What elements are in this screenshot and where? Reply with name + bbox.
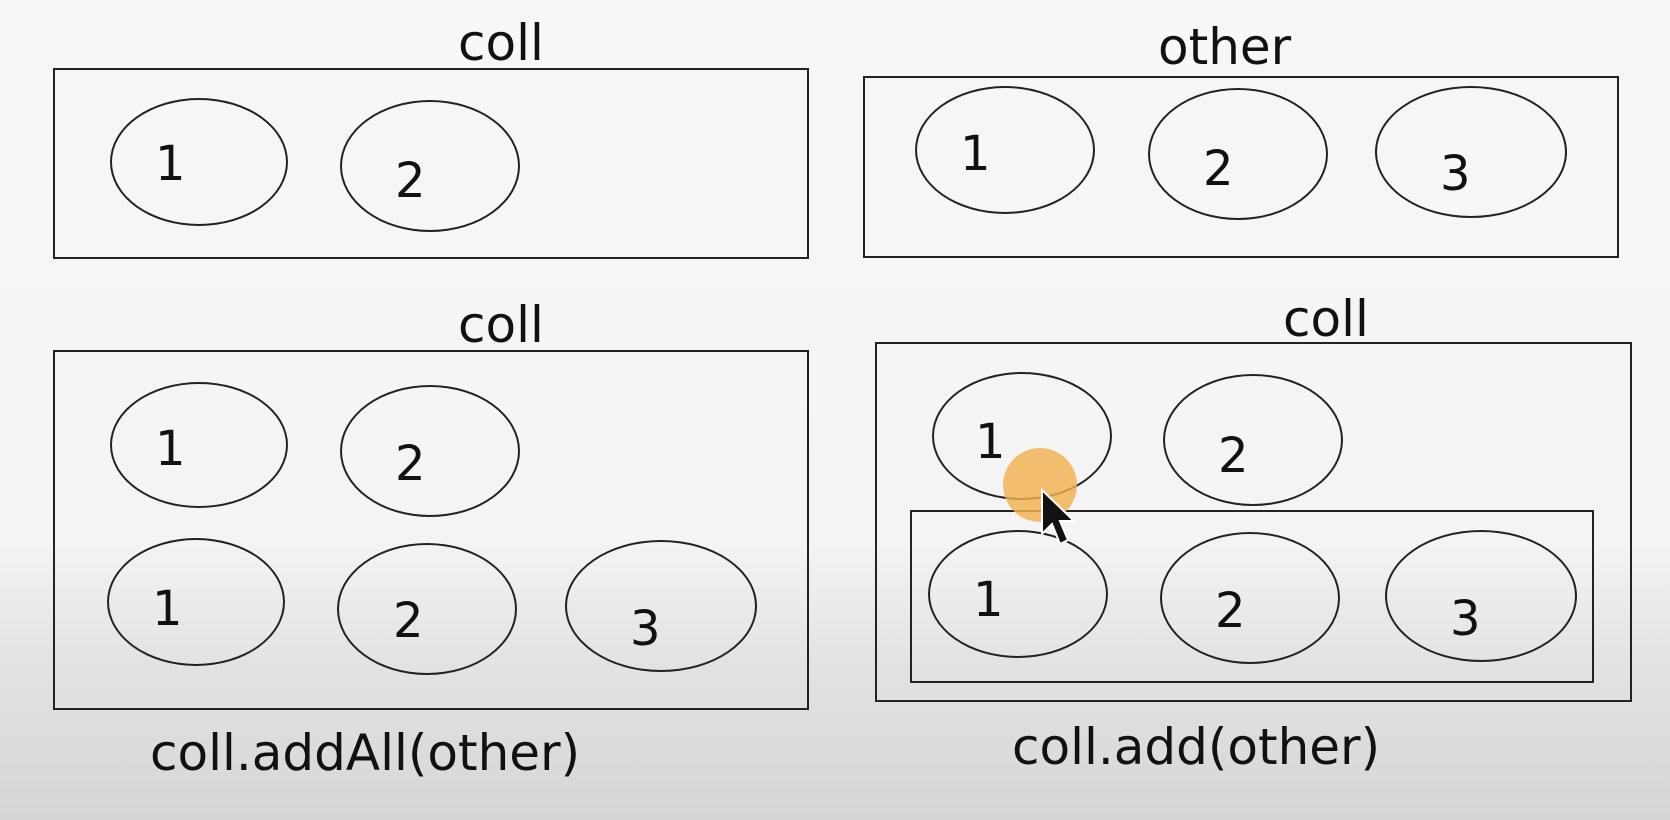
element-label: 1	[975, 414, 1006, 470]
element-label: 3	[1440, 146, 1471, 202]
coll-box-top-left	[53, 68, 809, 259]
element-ellipse	[340, 385, 520, 517]
element-ellipse	[110, 382, 288, 508]
element-label: 1	[960, 126, 991, 182]
coll-label-top-left: coll	[458, 14, 544, 72]
element-label: 3	[1450, 591, 1481, 647]
coll-box-bottom-left	[53, 350, 809, 710]
cursor-highlight	[1003, 448, 1077, 522]
add-caption: coll.add(other)	[1012, 718, 1381, 776]
mouse-pointer-icon	[1040, 487, 1082, 554]
element-ellipse	[1163, 374, 1343, 506]
element-ellipse	[107, 538, 285, 666]
coll-label-bottom-right: coll	[1283, 290, 1369, 348]
addall-caption: coll.addAll(other)	[150, 724, 581, 782]
element-label: 1	[152, 581, 183, 637]
element-ellipse	[337, 543, 517, 675]
element-ellipse	[110, 98, 288, 226]
element-ellipse	[915, 86, 1095, 214]
coll-label-bottom-left: coll	[458, 296, 544, 354]
element-ellipse	[1375, 86, 1567, 218]
element-label: 2	[1215, 583, 1246, 639]
element-label: 2	[395, 153, 426, 209]
element-ellipse	[928, 530, 1108, 658]
other-label-top-right: other	[1158, 18, 1292, 76]
element-label: 2	[1203, 141, 1234, 197]
element-ellipse	[565, 540, 757, 672]
other-nested-box	[910, 510, 1594, 683]
element-label: 1	[155, 421, 186, 477]
element-label: 3	[630, 601, 661, 657]
element-ellipse	[1148, 88, 1328, 220]
other-box-top-right	[863, 76, 1619, 258]
element-label: 2	[1218, 428, 1249, 484]
element-label: 2	[395, 436, 426, 492]
element-ellipse	[1385, 530, 1577, 662]
element-label: 1	[973, 572, 1004, 628]
element-label: 1	[155, 136, 186, 192]
element-ellipse	[340, 100, 520, 232]
coll-box-bottom-right	[875, 342, 1632, 702]
element-ellipse	[1160, 532, 1340, 664]
element-label: 2	[393, 593, 424, 649]
